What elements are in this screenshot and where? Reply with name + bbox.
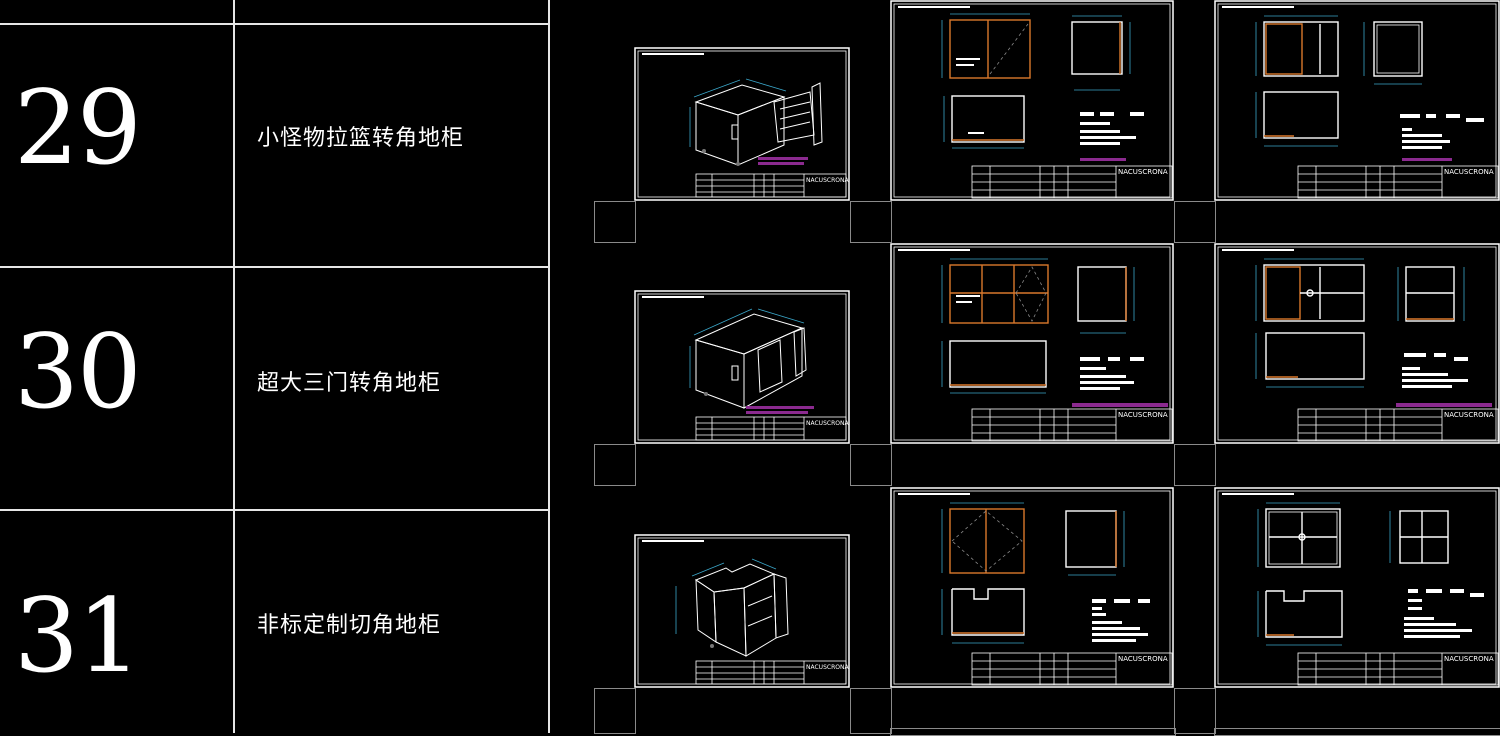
cad-sheet-panel-30[interactable]: NACUSCRONA [890,243,1174,444]
row-number: 30 [14,313,142,432]
cad-sheet-panel-29[interactable]: NACUSCRONA [890,0,1174,201]
brand-text: NACUSCRONA [806,177,849,184]
brand-text: NACUSCRONA [806,420,849,427]
table-top-border [0,23,549,25]
viewport-frame [850,201,892,243]
row-number: 29 [14,69,142,188]
cad-sheet-frame-31[interactable]: NACUSCRONA [1214,487,1500,688]
viewport-frame [1174,444,1216,486]
viewport-frame [1214,728,1500,736]
row-number: 31 [14,577,142,696]
brand-text: NACUSCRONA [1444,411,1494,419]
viewport-frame [890,728,1176,736]
cad-sheet-isometric-30[interactable]: NACUSCRONA [634,290,850,444]
row-product-name: 小怪物拉篮转角地柜 [257,126,465,151]
viewport-frame [850,688,892,734]
cad-sheet-isometric-29[interactable]: NACUSCRONA [634,47,850,201]
row-product-name: 超大三门转角地柜 [257,371,442,396]
cad-sheet-frame-30[interactable]: NACUSCRONA [1214,243,1500,444]
table-row-divider [0,509,549,511]
brand-text: NACUSCRONA [1444,655,1494,663]
viewport-frame [594,444,636,486]
cad-sheet-panel-31[interactable]: NACUSCRONA [890,487,1174,688]
table-column-divider [233,0,235,733]
brand-text: NACUSCRONA [1118,655,1168,663]
viewport-frame [1174,688,1216,734]
viewport-frame [594,201,636,243]
cad-sheet-isometric-31[interactable]: NACUSCRONA [634,534,850,688]
viewport-frame [850,444,892,486]
brand-text: NACUSCRONA [806,664,849,671]
table-row-divider [0,266,549,268]
viewport-frame [1174,201,1216,243]
brand-text: NACUSCRONA [1444,168,1494,176]
viewport-frame [594,688,636,734]
brand-text: NACUSCRONA [1118,168,1168,176]
table-right-border [548,0,550,733]
cad-sheet-frame-29[interactable]: NACUSCRONA [1214,0,1500,201]
row-product-name: 非标定制切角地柜 [257,613,442,638]
brand-text: NACUSCRONA [1118,411,1168,419]
